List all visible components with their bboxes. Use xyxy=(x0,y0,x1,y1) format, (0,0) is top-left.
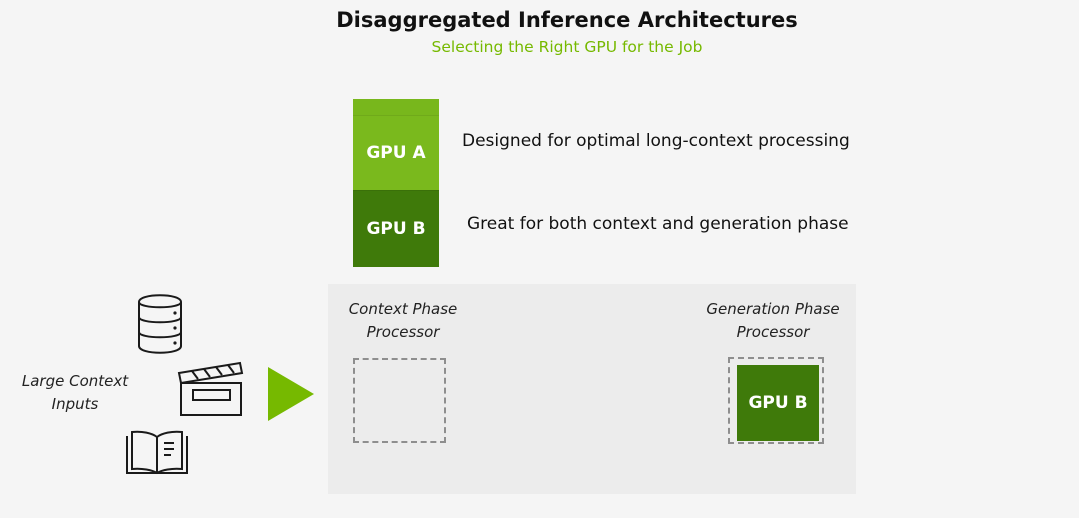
diagram-title: Disaggregated Inference Architectures xyxy=(336,8,798,32)
diagram-subtitle: Selecting the Right GPU for the Job xyxy=(431,38,703,56)
book-icon xyxy=(126,430,188,475)
inputs-label: Large Context Inputs xyxy=(21,372,129,413)
context-phase-label: Context Phase Processor xyxy=(348,300,458,341)
gpu-b-block: GPU B xyxy=(353,190,439,267)
generation-phase-label: Generation Phase Processor xyxy=(706,300,840,341)
gpu-stack-top xyxy=(353,99,439,115)
gpu-a-block: GPU A xyxy=(353,115,439,190)
flow-arrow-icon xyxy=(268,367,314,421)
generation-phase-slot xyxy=(728,357,824,444)
generation-gpu-b-block: GPU B xyxy=(737,365,819,441)
gpu-b-description: Great for both context and generation ph… xyxy=(467,214,849,234)
clapperboard-icon xyxy=(177,361,244,416)
gpu-a-description: Designed for optimal long-context proces… xyxy=(462,131,850,151)
context-phase-slot xyxy=(353,358,446,443)
database-icon xyxy=(138,294,182,354)
